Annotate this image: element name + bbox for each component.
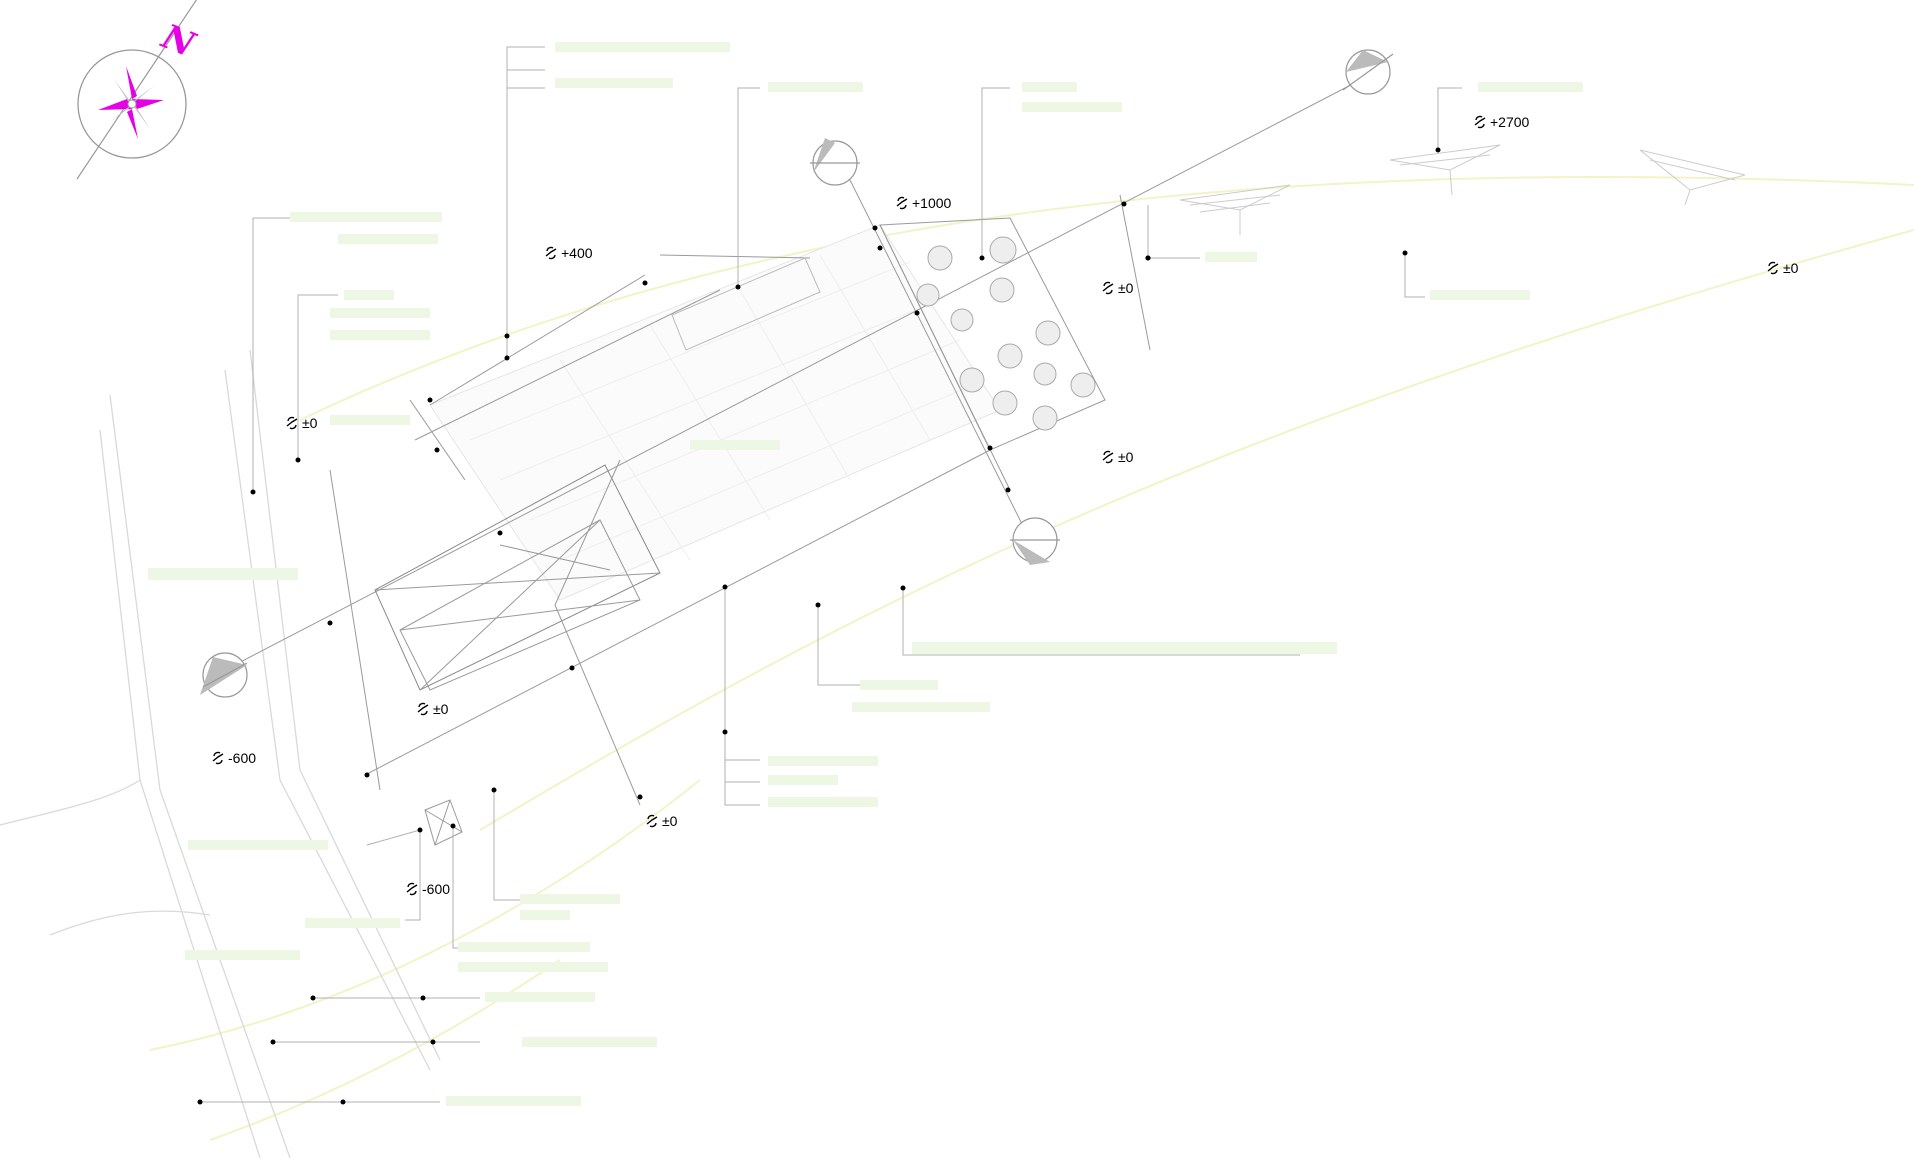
annotation-leaders — [200, 46, 1462, 1103]
road-edges — [0, 349, 441, 1158]
level-marker-icon — [212, 751, 224, 765]
level-value: ±0 — [1783, 260, 1799, 276]
level-marker: +1000 — [896, 195, 952, 211]
grass-symbol-icon — [1179, 144, 1746, 235]
level-marker: ±0 — [646, 813, 678, 829]
level-marker: +400 — [545, 245, 593, 261]
level-marker: +2700 — [1474, 114, 1530, 130]
level-marker-icon — [406, 882, 418, 896]
level-marker-icon — [1474, 115, 1486, 129]
level-value: ±0 — [433, 701, 449, 717]
level-value: -600 — [228, 750, 256, 766]
level-marker: -600 — [212, 750, 256, 766]
level-value: +1000 — [912, 195, 952, 211]
building-footprint — [429, 224, 1001, 601]
level-marker-icon — [545, 246, 557, 260]
level-value: ±0 — [302, 415, 318, 431]
main-linework — [224, 74, 1371, 846]
compass-rose-icon — [76, 0, 198, 180]
leader-dots — [197, 147, 1441, 1105]
level-marker-icon — [646, 814, 658, 828]
level-marker: ±0 — [1102, 280, 1134, 296]
tree-symbol-icon — [916, 236, 1096, 431]
level-marker-icon — [1102, 281, 1114, 295]
level-value: +2700 — [1490, 114, 1530, 130]
level-value: +400 — [561, 245, 593, 261]
level-marker-icon — [1767, 261, 1779, 275]
level-marker-icon — [286, 416, 298, 430]
level-marker: ±0 — [417, 701, 449, 717]
level-value: ±0 — [662, 813, 678, 829]
level-marker-icon — [1102, 450, 1114, 464]
level-value: ±0 — [1118, 280, 1134, 296]
level-marker-icon — [896, 196, 908, 210]
level-value: ±0 — [1118, 449, 1134, 465]
level-marker: -600 — [406, 881, 450, 897]
level-value: -600 — [422, 881, 450, 897]
level-marker-icon — [417, 702, 429, 716]
level-marker: ±0 — [286, 415, 318, 431]
level-marker: ±0 — [1102, 449, 1134, 465]
faint-annotation-bars — [148, 42, 1583, 1106]
level-marker: ±0 — [1767, 260, 1799, 276]
section-marker-icon — [200, 49, 1394, 698]
